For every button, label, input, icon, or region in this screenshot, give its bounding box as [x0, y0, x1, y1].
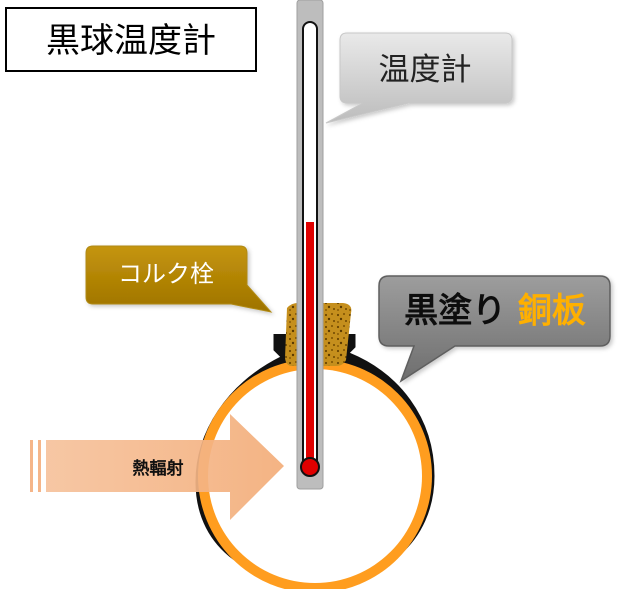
heat-radiation-label: 熱輻射 [133, 458, 184, 479]
copper-plate-callout: 黒塗り 銅板 [378, 275, 611, 383]
copper-plate-callout-label: 黒塗り 銅板 [404, 291, 586, 331]
copper-plate-label: 銅板 [518, 291, 586, 331]
title-box: 黒球温度計 [5, 7, 257, 72]
thermometer-callout-label: 温度計 [379, 52, 472, 88]
thermometer [296, 0, 324, 490]
thermometer-bulb [300, 457, 320, 477]
thermometer-mercury-column [306, 222, 314, 464]
thermometer-callout: 温度計 [325, 32, 513, 124]
title-text: 黒球温度計 [46, 21, 216, 61]
heat-radiation-arrow: 熱輻射 [30, 414, 284, 520]
black-painted-label: 黒塗り [404, 291, 506, 331]
cork-callout-label: コルク栓 [118, 260, 214, 288]
cork-callout: コルク栓 [85, 245, 273, 313]
